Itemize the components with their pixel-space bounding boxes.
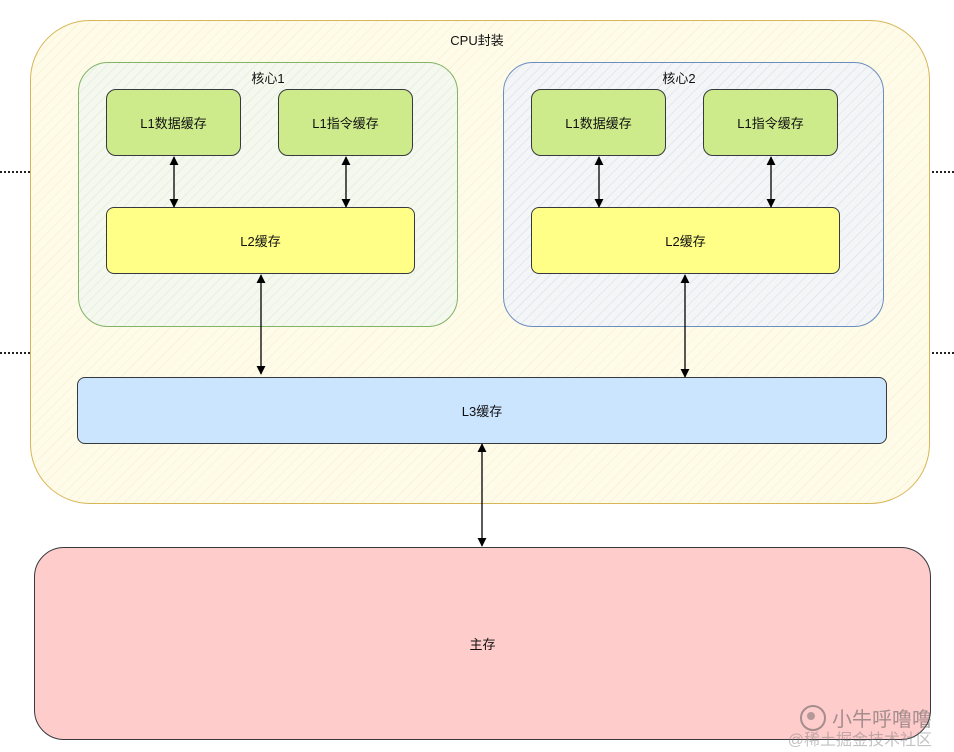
core-2-l2-cache-label: L2缓存 bbox=[665, 234, 706, 249]
watermark-main: 小牛呼噜噜 bbox=[832, 709, 932, 731]
core-2-l1-data-cache-label: L1数据缓存 bbox=[565, 116, 632, 131]
core-2-l1-instruction-cache: L1指令缓存 bbox=[703, 89, 838, 156]
core-1-title: 核心1 bbox=[251, 71, 285, 86]
watermark-sub: @稀土掘金技术社区 bbox=[787, 732, 932, 749]
core-1-l2-cache: L2缓存 bbox=[106, 207, 415, 274]
core-1-l1-instruction-cache: L1指令缓存 bbox=[278, 89, 413, 156]
main-memory-label: 主存 bbox=[469, 637, 496, 652]
core-1-l1-instruction-cache-label: L1指令缓存 bbox=[312, 116, 379, 131]
watermark: 小牛呼噜噜 bbox=[800, 703, 932, 732]
core-1-l1-data-cache-label: L1数据缓存 bbox=[140, 116, 207, 131]
core-2-l1-data-cache: L1数据缓存 bbox=[531, 89, 666, 156]
core-2-l1-instruction-cache-label: L1指令缓存 bbox=[737, 116, 804, 131]
l3-cache: L3缓存 bbox=[77, 377, 887, 444]
core-1-l1-data-cache: L1数据缓存 bbox=[106, 89, 241, 156]
main-memory: 主存 bbox=[34, 547, 931, 740]
core-2-l2-cache: L2缓存 bbox=[531, 207, 840, 274]
wechat-icon bbox=[800, 704, 826, 731]
cpu-package-title: CPU封装 bbox=[450, 33, 504, 48]
core-1-l2-cache-label: L2缓存 bbox=[240, 234, 281, 249]
core-2-title: 核心2 bbox=[662, 71, 696, 86]
l3-cache-label: L3缓存 bbox=[461, 404, 503, 419]
